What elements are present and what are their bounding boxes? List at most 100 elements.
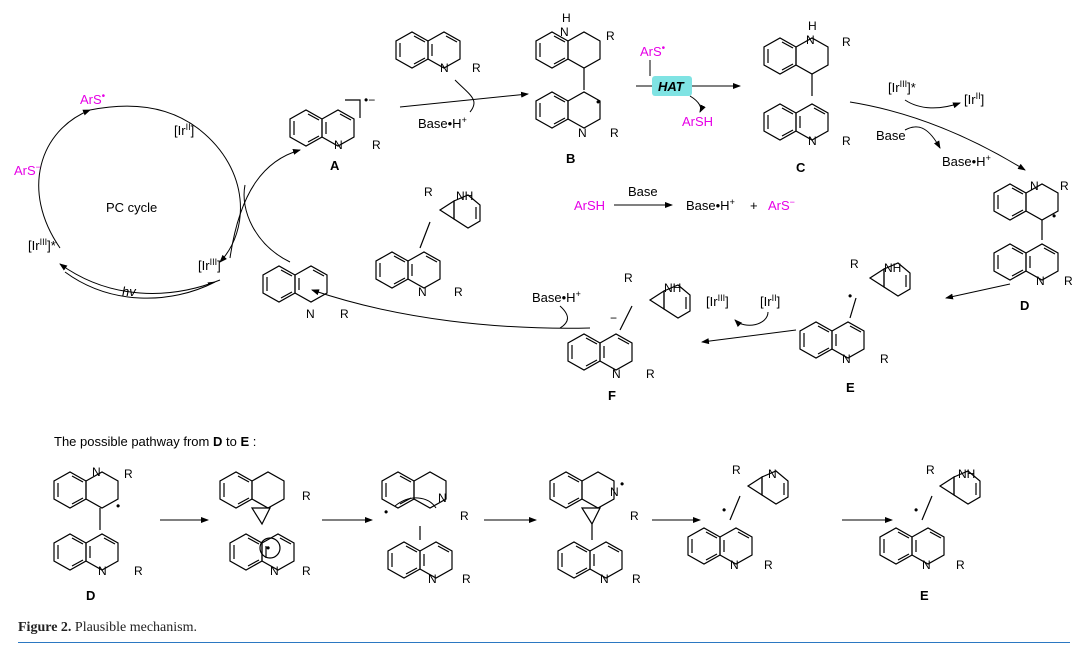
pathway-cyclopropane: R • N R: [219, 471, 311, 578]
pathway-aziridine: N • R N R: [549, 471, 641, 586]
radical-dot: •: [914, 503, 918, 517]
ir-text: [Ir: [964, 92, 976, 107]
pathway-ring-open: N R • N R: [381, 471, 471, 586]
atom-n: N: [270, 564, 279, 578]
label-d: D: [1020, 298, 1029, 313]
bracket: ]: [981, 92, 985, 107]
pc-cycle-label: PC cycle: [106, 200, 157, 215]
bracket: ]: [777, 294, 781, 309]
atom-n: N: [1036, 274, 1045, 288]
atom-n: N: [612, 367, 621, 381]
pathway-title: The possible pathway from D to E :: [54, 434, 256, 449]
atom-n: N: [842, 352, 851, 366]
atom-n: N: [730, 558, 739, 572]
figure-caption: Figure 2. Plausible mechanism.: [18, 620, 197, 636]
bracket: ]: [191, 123, 195, 138]
plus-sign: +: [986, 153, 991, 163]
ars-anion-label: ArS−: [14, 162, 41, 178]
pathway-indolenine: R N • N R: [687, 463, 789, 572]
ars-anion-text: ArS: [14, 163, 36, 178]
ox-state: II: [976, 91, 981, 101]
atom-n: N: [578, 126, 587, 140]
bracket: ]*: [47, 238, 56, 253]
atom-r: R: [646, 367, 655, 381]
atom-nh: NH: [664, 281, 681, 295]
atom-n: N: [334, 138, 343, 152]
ox-state: III: [210, 257, 218, 267]
pathway-e-structure: R NH • N R E: [879, 463, 981, 603]
base-h-label: Base•H+: [532, 289, 581, 305]
atom-n: N: [806, 33, 815, 47]
atom-r: R: [606, 29, 615, 43]
atom-nh: NH: [456, 189, 473, 203]
pathway-title-pre: The possible pathway from: [54, 434, 213, 449]
atom-r: R: [956, 558, 965, 572]
intermediate-f: R NH − N R F: [567, 271, 691, 403]
hv-label: hv: [122, 284, 137, 299]
radical-dot: •: [102, 91, 106, 102]
radical-dot: •: [384, 505, 388, 519]
ars-radical-text: ArS: [80, 92, 102, 107]
label-f: F: [608, 388, 616, 403]
atom-n: N: [1030, 179, 1039, 193]
base-h-text: Base•H: [418, 116, 462, 131]
atom-r: R: [460, 509, 469, 523]
ir-ii-top: [IrII]: [964, 91, 984, 107]
base-h-text: Base•H: [942, 154, 986, 169]
bracket: ]: [217, 258, 221, 273]
ars-radical-hat: ArS•: [640, 43, 666, 59]
bracket: ]*: [907, 80, 916, 95]
atom-n: N: [922, 558, 931, 572]
ars-anion-eq: ArS−: [768, 197, 795, 213]
atom-r: R: [630, 509, 639, 523]
anion-sign: −: [790, 197, 795, 207]
ir-iii-cycle: [IrIII]: [198, 257, 221, 273]
arrow-b-to-c: ArS• HAT ArSH: [636, 43, 741, 129]
anion-sign: −: [36, 162, 41, 172]
plus-sign: +: [730, 197, 735, 207]
intermediate-e: R NH • N R E: [799, 257, 911, 395]
arrow-e-to-f: [IrIII] [IrII]: [701, 293, 797, 345]
base-h-eq: Base•H+: [686, 197, 735, 213]
atom-r: R: [302, 489, 311, 503]
arsh-label: ArSH: [682, 114, 713, 129]
caption-label: Figure 2.: [18, 620, 72, 635]
pathway-d-structure: N R • N R D: [53, 465, 143, 603]
atom-r: R: [842, 134, 851, 148]
label-e: E: [846, 380, 855, 395]
atom-r: R: [926, 463, 935, 477]
ox-state: III: [718, 293, 726, 303]
ir-ii-bottom: [IrII]: [760, 293, 780, 309]
atom-r: R: [850, 257, 859, 271]
ir-iii-bottom: [IrIII]: [706, 293, 729, 309]
arrow-c-to-d: [IrIII]* [IrII] Base Base•H+: [849, 79, 1026, 171]
atom-n: N: [428, 572, 437, 586]
caption-rule: [18, 642, 1070, 643]
label-a: A: [330, 158, 340, 173]
ars-radical-text: ArS: [640, 44, 662, 59]
atom-n: N: [306, 307, 315, 321]
atom-r: R: [454, 285, 463, 299]
pathway-colon: :: [249, 434, 256, 449]
ars-radical-label: ArS•: [80, 91, 106, 107]
atom-r: R: [764, 558, 773, 572]
plus-eq: +: [750, 198, 758, 213]
atom-r: R: [732, 463, 741, 477]
atom-h: H: [808, 19, 817, 33]
arrow-d-to-e: [945, 283, 1011, 300]
atom-nh: NH: [958, 467, 975, 481]
atom-h: H: [562, 11, 571, 25]
arsh-eq: ArSH: [574, 198, 605, 213]
intermediate-c: H N R N R C: [763, 19, 851, 175]
atom-r: R: [124, 467, 133, 481]
bracket: ]: [725, 294, 729, 309]
ir-iii-star-top: [IrIII]*: [888, 79, 916, 95]
base-h-label: Base•H+: [942, 153, 991, 169]
ox-state: III: [900, 79, 908, 89]
deprotonation-equation: ArSH Base Base•H+ + ArS−: [574, 184, 795, 213]
radical-dot: •: [266, 541, 270, 555]
intermediate-b: H N R • N R B: [535, 11, 619, 166]
base-label: Base: [876, 128, 906, 143]
anion-sign: −: [610, 311, 617, 325]
atom-n: N: [98, 564, 107, 578]
